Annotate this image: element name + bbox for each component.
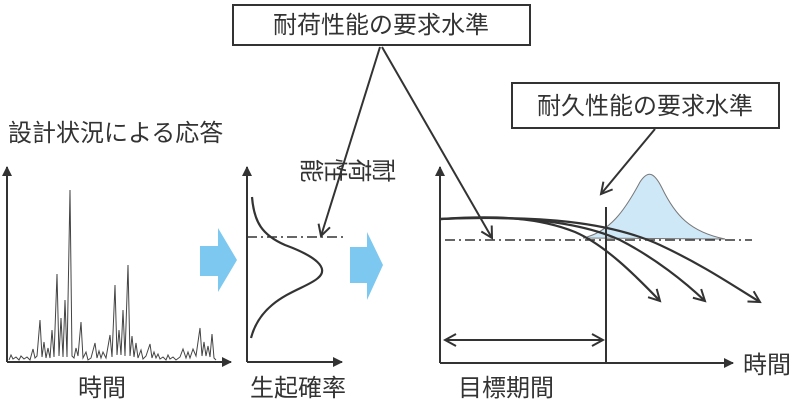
durability-distribution — [582, 173, 726, 240]
target-period-label: 目標期間 — [458, 374, 554, 402]
load-requirement-callout: 耐荷性能の要求水準 — [232, 4, 531, 238]
callout-arrow-to-probability — [321, 46, 381, 236]
response-title: 設計状況による応答 — [8, 119, 223, 147]
performance-y-label: 耐荷性能 — [300, 154, 396, 182]
response-panel: 設計状況による応答 時間 — [1, 119, 232, 402]
probability-x-label: 生起確率 — [250, 374, 346, 402]
probability-panel: 生起確率 — [242, 166, 346, 402]
performance-panel: 耐荷性能 時間 目標期間 — [300, 154, 791, 402]
flow-arrow-icon — [200, 228, 237, 292]
load-requirement-label: 耐荷性能の要求水準 — [273, 11, 489, 39]
callout-arrow-to-performance — [381, 46, 492, 238]
durability-requirement-label: 耐久性能の要求水準 — [537, 92, 753, 120]
response-time-series — [8, 189, 217, 361]
durability-requirement-callout: 耐久性能の要求水準 — [511, 82, 780, 194]
flow-arrow-icon — [350, 232, 383, 300]
degradation-curve — [440, 216, 760, 302]
probability-distribution-curve — [249, 196, 324, 339]
response-x-label: 時間 — [78, 374, 126, 402]
callout-arrow-to-target — [601, 128, 656, 194]
performance-x-label: 時間 — [743, 351, 791, 379]
